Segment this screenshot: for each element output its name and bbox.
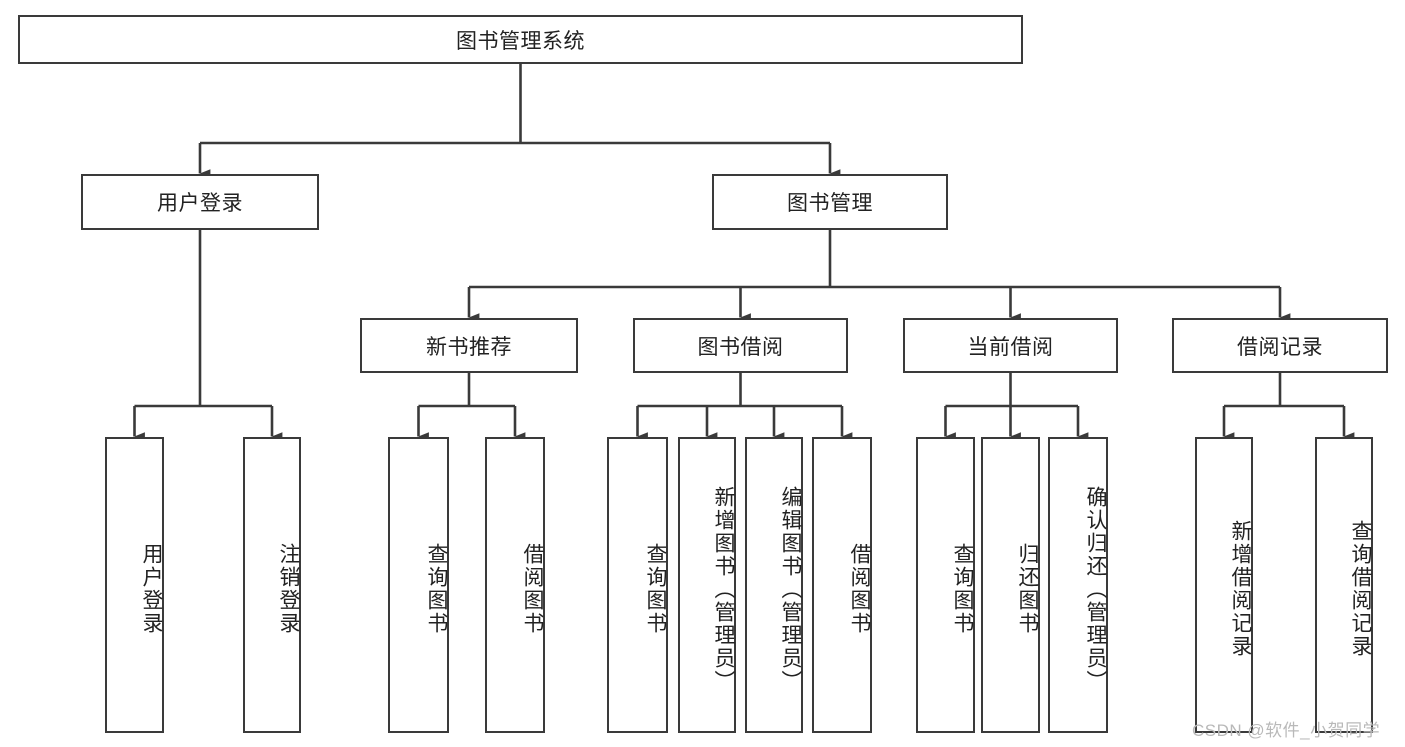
node-label: 新增借阅记录 [1229, 520, 1252, 658]
node-label: 当前借阅 [967, 335, 1054, 359]
node-records[interactable]: 借阅记录 [1172, 318, 1388, 373]
node-leaf4[interactable]: 借阅图书 [485, 437, 545, 733]
node-label: 借阅记录 [1237, 335, 1323, 359]
node-label: 查询图书 [425, 543, 448, 635]
node-label: 借阅图书 [848, 543, 871, 635]
node-label: 新书推荐 [426, 335, 512, 359]
node-borrow[interactable]: 图书借阅 [633, 318, 848, 373]
node-label: 查询图书 [951, 543, 974, 635]
node-newbook[interactable]: 新书推荐 [360, 318, 578, 373]
node-label: 编辑图书（管理员） [779, 485, 802, 693]
node-leaf13[interactable]: 查询借阅记录 [1315, 437, 1373, 733]
node-leaf3[interactable]: 查询图书 [388, 437, 449, 733]
node-label: 图书管理系统 [456, 29, 585, 53]
node-root[interactable]: 图书管理系统 [18, 15, 1023, 64]
node-label: 用户登录 [157, 192, 243, 215]
node-leaf2[interactable]: 注销登录 [243, 437, 301, 733]
node-leaf11[interactable]: 确认归还（管理员） [1048, 437, 1108, 733]
node-leaf9[interactable]: 查询图书 [916, 437, 975, 733]
node-label: 用户登录 [140, 543, 163, 635]
node-leaf5[interactable]: 查询图书 [607, 437, 668, 733]
node-leaf10[interactable]: 归还图书 [981, 437, 1040, 733]
node-bookmgmt[interactable]: 图书管理 [712, 174, 948, 230]
node-label: 新增图书（管理员） [712, 485, 735, 693]
node-label: 确认归还（管理员） [1084, 485, 1107, 693]
node-label: 图书管理 [787, 192, 873, 215]
node-leaf6[interactable]: 新增图书（管理员） [678, 437, 736, 733]
node-label: 查询借阅记录 [1349, 520, 1372, 658]
node-leaf7[interactable]: 编辑图书（管理员） [745, 437, 803, 733]
node-leaf12[interactable]: 新增借阅记录 [1195, 437, 1253, 733]
node-label: 图书借阅 [697, 335, 784, 359]
node-login[interactable]: 用户登录 [81, 174, 319, 230]
node-current[interactable]: 当前借阅 [903, 318, 1118, 373]
node-label: 查询图书 [644, 543, 667, 635]
node-leaf8[interactable]: 借阅图书 [812, 437, 872, 733]
node-label: 注销登录 [277, 543, 300, 635]
node-leaf1[interactable]: 用户登录 [105, 437, 164, 733]
node-label: 归还图书 [1016, 543, 1039, 635]
csdn-watermark: CSDN @软件_小贺同学 [1192, 721, 1381, 740]
node-label: 借阅图书 [521, 543, 544, 635]
